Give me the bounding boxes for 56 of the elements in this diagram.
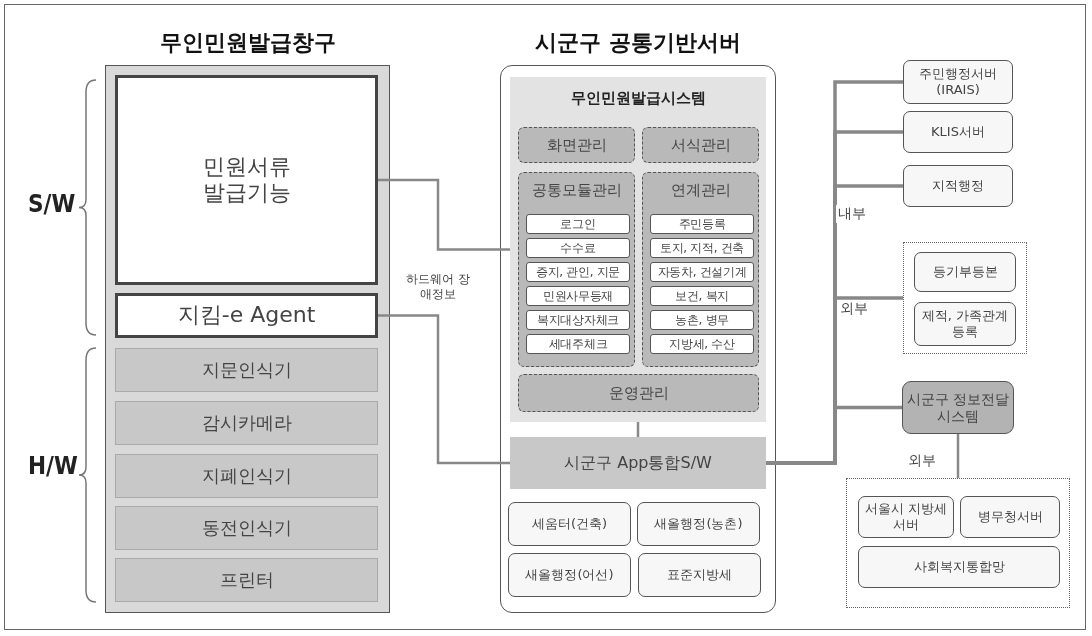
hardware-box: 동전인식기: [115, 506, 378, 550]
connector-line: [378, 314, 510, 465]
function-box: 토지, 지적, 건축: [650, 238, 754, 258]
section-label: S/W: [28, 190, 76, 218]
module-box: 화면관리: [518, 127, 635, 163]
group-box: [846, 478, 1070, 608]
group-box: [903, 242, 1027, 354]
edge-label: 내부: [836, 205, 868, 223]
system-box: 새올행정(어선): [508, 553, 631, 597]
function-box: 농촌, 병무: [650, 310, 754, 330]
connector-line: [956, 434, 960, 478]
function-box: 증지, 관인, 지문: [526, 262, 630, 282]
function-box: 보건, 복지: [650, 286, 754, 306]
group-title: 공통모듈관리: [530, 181, 623, 199]
system-box: KLIS서버: [903, 111, 1013, 153]
function-box: 복지대상자체크: [526, 310, 630, 330]
hardware-box: 지문인식기: [115, 348, 378, 392]
hardware-box: 지폐인식기: [115, 454, 378, 498]
function-box: 민원사무등재: [526, 286, 630, 306]
integration-box: 시군구 App통합S/W: [510, 437, 766, 489]
module-group: [518, 172, 635, 367]
section-label: H/W: [28, 452, 78, 480]
software-box: 지킴-e Agent: [115, 293, 378, 338]
edge-label: 외부: [838, 300, 870, 318]
function-box: 지방세, 수산: [650, 334, 754, 354]
software-box: 민원서류 발급기능: [115, 75, 378, 285]
group-title: 시군구 공통기반서버: [534, 30, 742, 57]
system-box: 서울시 지방세서버: [858, 496, 954, 538]
edge-label: 하드웨어 장애정보: [404, 272, 472, 302]
group-title: 무인민원발급창구: [158, 30, 337, 57]
system-box: 세움터(건축): [508, 502, 631, 546]
module-group: [642, 172, 759, 367]
function-box: 수수료: [526, 238, 630, 258]
group-title: 무인민원발급시스템: [569, 89, 707, 107]
edge-label: 외부: [906, 452, 938, 470]
connector-line: [636, 422, 640, 437]
connector-line: [378, 178, 510, 251]
system-box: 새올행정(농촌): [637, 502, 760, 546]
module-box: 서식관리: [642, 127, 759, 163]
system-box: 지적행정: [903, 165, 1013, 207]
system-box: 표준지방세: [638, 553, 761, 597]
system-box: 사회복지통합망: [858, 546, 1060, 588]
function-box: 세대주체크: [526, 334, 630, 354]
system-box: 시군구 정보전달시스템: [902, 381, 1014, 434]
hardware-box: 감시카메라: [115, 401, 378, 445]
system-box: 등기부등본: [914, 252, 1016, 292]
function-box: 자동차, 건설기계: [650, 262, 754, 282]
system-box: 제적, 가족관계등록: [914, 302, 1016, 346]
system-box: 주민행정서버 (IRAIS): [903, 60, 1013, 104]
system-panel: [510, 77, 766, 422]
function-box: 로그인: [526, 214, 630, 234]
group-title: 연계관리: [669, 181, 732, 199]
hardware-box: 프린터: [115, 558, 378, 602]
system-box: 병무청서버: [960, 496, 1060, 538]
module-box: 운영관리: [518, 374, 759, 412]
function-box: 주민등록: [650, 214, 754, 234]
